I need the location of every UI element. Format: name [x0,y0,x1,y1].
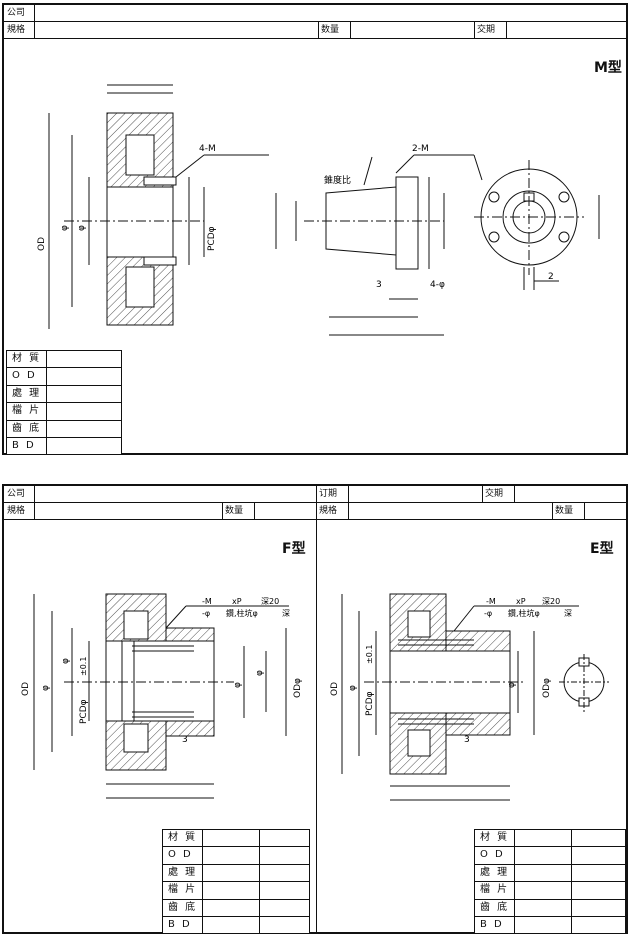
f-spec-tooth-root: 齒 底 [163,899,203,916]
f-spec-material: 材 質 [163,830,203,847]
spec-row: 規格 数量 交期 [4,22,626,39]
f-e-type-drawings: -M xP 深20 -φ 鑽,柱坑φ 深 OD φ φ ±0.1 PCDφ φ … [21,593,609,801]
dim-m-bolt: 4-M [199,144,216,154]
f-spec-treatment: 處 理 [163,864,203,882]
f-sprocket-section [33,593,289,799]
e-spec-od: O D [475,847,515,864]
m-sprocket-section [48,84,269,329]
spec-treatment: 處 理 [7,385,47,403]
spec-od: O D [7,368,47,385]
f-spec-bd: B D [163,916,203,935]
e-spec-table: 材 質 O D 處 理 檔 片 齒 底 B D [474,829,626,935]
e-dim-counterbore: 鑽,柱坑φ [508,608,540,618]
m-front-view [474,160,600,290]
e-spec-treatment: 處 理 [475,864,515,882]
dim-phi-1: φ [60,225,70,231]
e-dim-od-left: OD [330,682,340,696]
f-dim-counterbore: 鑽,柱坑φ [226,608,258,618]
spec-material: 材 質 [7,351,47,368]
f-dim-depth2: 深 [282,609,290,618]
e-dim-od: ODφ [542,678,552,698]
e-dim-depth2: 深 [564,609,572,618]
e-spec-plate: 檔 片 [475,882,515,899]
m-type-drawing: 4-M OD φ φ PCDφ 錐度比 2-M 3 4-φ [37,84,600,336]
e-dim-pcd: PCDφ [365,691,375,716]
bottom-drawing-sheet: 公司 订期 交期 規格 数量 規格 数量 F型 E型 [2,484,628,935]
e-dim-tol: ±0.1 [365,645,374,664]
dim-holes: 4-φ [430,280,445,290]
f-dim-phi-2: φ [61,658,71,664]
f-dim-phi-4: φ [255,670,265,676]
sheet-divider [316,520,317,932]
e-dim-pitch: xP [516,597,526,606]
bottom-row-2: 規格 数量 規格 数量 [4,503,626,520]
left-spec-label: 規格 [7,506,26,516]
e-sprocket-section [341,593,609,801]
type-title-f: F型 [282,541,306,557]
top-drawing-sheet: 公司 規格 数量 交期 M型 [2,3,628,456]
f-dim-m: -M [202,597,212,606]
spec-bd: B D [7,437,47,456]
e-spec-bd: B D [475,916,515,935]
e-dim-m: -M [486,597,496,606]
left-qty-label: 数量 [225,506,244,516]
f-dim-phi-minus: -φ [202,609,210,618]
f-dim-3: 3 [182,735,188,745]
dim-od: OD [37,237,47,251]
f-dim-od-left: OD [21,682,31,696]
dim-3: 3 [376,280,382,290]
m-hub-view [275,154,483,336]
dim-taper: 錐度比 [324,174,351,186]
f-dim-phi-3: φ [233,682,243,688]
f-spec-od: O D [163,847,203,864]
e-spec-tooth-root: 齒 底 [475,899,515,916]
f-dim-od: ODφ [293,678,303,698]
e-dim-3: 3 [464,735,470,745]
spec-tooth-root: 齒 底 [7,420,47,437]
qty-label: 数量 [321,25,340,35]
company-label: 公司 [7,8,26,18]
spec-label: 規格 [7,25,26,35]
delivery-label: 交期 [477,25,496,35]
dim-m-bolt-2: 2-M [412,144,429,154]
m-spec-table: 材 質 O D 處 理 檔 片 齒 底 B D [6,350,122,456]
f-dim-pcd: PCDφ [79,699,89,724]
f-dim-pitch: xP [232,597,242,606]
e-dim-phi-1: φ [348,685,358,691]
dim-pcd: PCDφ [207,226,217,251]
right-delivery-label: 交期 [485,489,504,499]
f-spec-plate: 檔 片 [163,882,203,899]
bottom-row-1: 公司 订期 交期 [4,486,626,503]
dim-2: 2 [548,272,554,282]
f-spec-table: 材 質 O D 處 理 檔 片 齒 底 B D [162,829,310,935]
e-dim-phi-2: φ [507,682,517,688]
spec-plate: 檔 片 [7,403,47,420]
type-title-e: E型 [590,541,614,557]
company-row: 公司 [4,5,626,22]
order-date-label: 订期 [319,489,338,499]
f-dim-depth: 深20 [261,597,279,606]
type-title-m: M型 [594,60,622,76]
e-dim-depth: 深20 [542,597,560,606]
f-dim-phi-1: φ [41,685,51,691]
f-dim-tol: ±0.1 [79,657,88,676]
right-spec-label: 規格 [319,506,338,516]
dim-phi-2: φ [77,225,87,231]
e-spec-material: 材 質 [475,830,515,847]
left-company-label: 公司 [7,489,26,499]
e-dim-phi-minus: -φ [484,609,492,618]
right-qty-label: 数量 [555,506,574,516]
